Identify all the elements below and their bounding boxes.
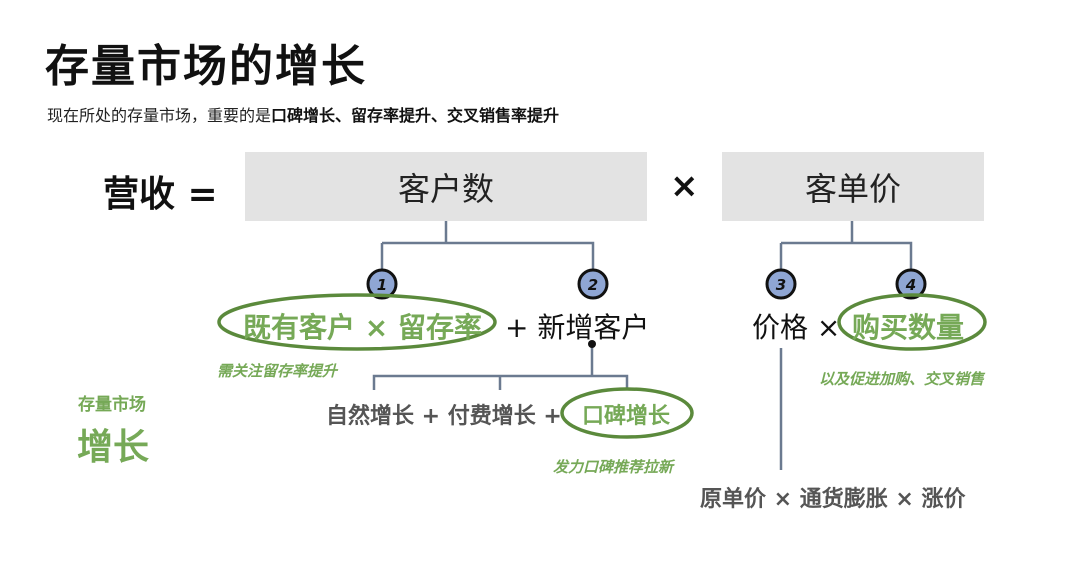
step-3-circle: [765, 268, 797, 300]
junction-dot: [588, 340, 596, 348]
side-label-small: 存量市场: [78, 395, 146, 415]
subtitle-emphasis: 口碑增长、留存率提升、交叉销售率提升: [271, 106, 560, 125]
step-2-circle: [577, 268, 609, 300]
revenue-label: 营收 =: [103, 174, 218, 215]
step-4-number: 4: [905, 276, 916, 294]
wom-note: 发力口碑推荐拉新: [553, 458, 674, 476]
growth-types: 自然增长 + 付费增长 +: [326, 404, 562, 429]
step-2-number: 2: [588, 276, 598, 294]
purchase-quantity: 购买数量: [852, 311, 965, 344]
step-1-circle: [366, 268, 398, 300]
price-breakdown: 原单价 × 通货膨胀 × 涨价: [700, 487, 966, 512]
step-4-circle: [895, 268, 927, 300]
step-3-number: 3: [776, 276, 786, 294]
subtitle-text: 现在所处的存量市场，重要的是: [47, 106, 272, 125]
word-of-mouth-growth: 口碑增长: [582, 404, 671, 429]
quantity-ellipse: [837, 293, 987, 351]
existing-customers-retention: 既有客户 × 留存率: [243, 311, 482, 344]
retention-note: 需关注留存率提升: [217, 362, 338, 380]
wom-ellipse: [560, 387, 694, 439]
existing-ellipse: [217, 293, 497, 351]
step-1-number: 1: [377, 276, 387, 294]
new-customers: + 新增客户: [505, 311, 650, 344]
page-title: 存量市场的增长: [45, 41, 367, 92]
side-label-large: 增长: [77, 427, 150, 468]
unit-price-box: 客单价: [722, 152, 984, 221]
multiply-sign: ×: [670, 166, 699, 206]
subtitle: 现在所处的存量市场，重要的是口碑增长、留存率提升、交叉销售率提升: [47, 102, 559, 126]
quantity-note: 以及促进加购、交叉销售: [819, 370, 985, 388]
price-label: 价格 ×: [752, 311, 841, 344]
customer-count-box: 客户数: [245, 152, 647, 221]
